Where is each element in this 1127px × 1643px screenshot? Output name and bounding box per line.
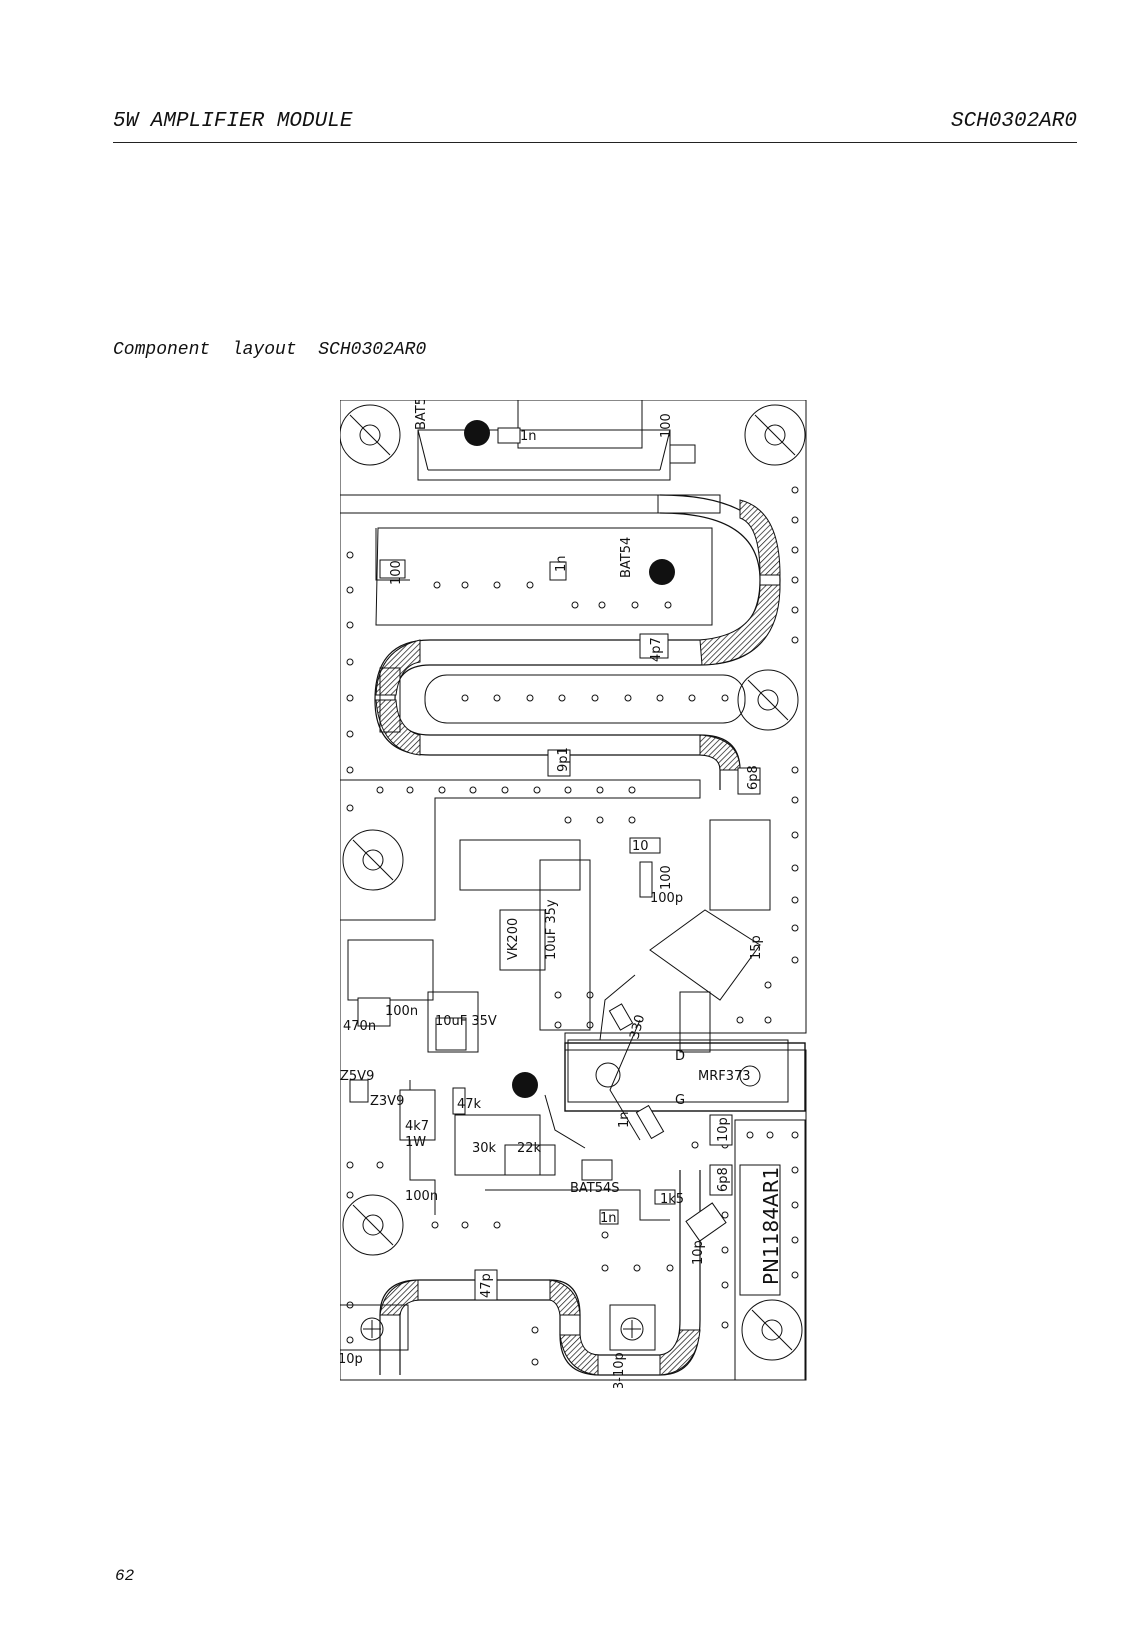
- label-100-left: 100: [389, 560, 404, 585]
- label-9p1: 9p1: [556, 747, 571, 772]
- label-1n-right: 1n: [617, 1111, 632, 1128]
- label-330: 330: [627, 1013, 648, 1041]
- label-15p: 15p: [749, 935, 764, 960]
- figure-caption: Component layout SCH0302AR0: [113, 340, 426, 360]
- label-10uf-35y: 10uF 35y: [544, 899, 559, 960]
- label-4p7: 4p7: [649, 637, 664, 662]
- label-100-small: 100: [659, 865, 674, 890]
- label-10uf-35v: 10uF 35V: [435, 1014, 497, 1029]
- label-1k5: 1k5: [660, 1192, 684, 1207]
- label-bat54s: BAT54S: [570, 1181, 620, 1196]
- label-1n-bottom: 1n: [600, 1211, 617, 1226]
- label-pin-g: G: [675, 1093, 685, 1108]
- label-10p-right: 10p: [716, 1117, 731, 1142]
- label-6p8-top: 6p8: [746, 765, 761, 790]
- document-title: 5W AMPLIFIER MODULE: [113, 110, 352, 133]
- label-pin-d: D: [675, 1049, 685, 1064]
- label-1n-top: 1n: [520, 429, 537, 444]
- label-vk200: VK200: [506, 918, 521, 960]
- page-number: 62: [115, 1567, 134, 1585]
- label-trim-left: 3-10p: [340, 1352, 363, 1367]
- label-bat54-mid: BAT54: [619, 537, 634, 578]
- label-board-code: PN1184AR1: [759, 1167, 783, 1285]
- label-6p8-right: 6p8: [716, 1167, 731, 1192]
- label-100-top: 100: [659, 413, 674, 438]
- label-10: 10: [632, 839, 649, 854]
- label-z5v9: Z5V9: [340, 1069, 374, 1084]
- label-trim-right: 3-10p: [612, 1352, 627, 1388]
- label-1n-mid: 1n: [554, 555, 569, 572]
- label-100n-bottom: 100n: [405, 1189, 438, 1204]
- label-22k: 22k: [517, 1141, 542, 1156]
- label-47p: 47p: [479, 1273, 494, 1298]
- label-mrf373: MRF373: [698, 1069, 751, 1084]
- label-10p-bottom: 10p: [691, 1240, 706, 1265]
- label-bat54-top: BAT54: [414, 400, 429, 430]
- label-47k: 47k: [457, 1097, 482, 1112]
- label-30k: 30k: [472, 1141, 497, 1156]
- label-z3v9: Z3V9: [370, 1094, 404, 1109]
- pcb-component-layout: BAT54 1n 100 100 1n BAT54 4p7 9p1 6p8 10…: [340, 400, 810, 1388]
- document-code: SCH0302AR0: [951, 110, 1077, 133]
- label-100p: 100p: [650, 891, 683, 906]
- label-470n: 470n: [343, 1019, 376, 1034]
- label-1w: 1W: [405, 1135, 426, 1150]
- label-4k7: 4k7: [405, 1119, 429, 1134]
- header-rule: [113, 142, 1077, 143]
- label-100n-top: 100n: [385, 1004, 418, 1019]
